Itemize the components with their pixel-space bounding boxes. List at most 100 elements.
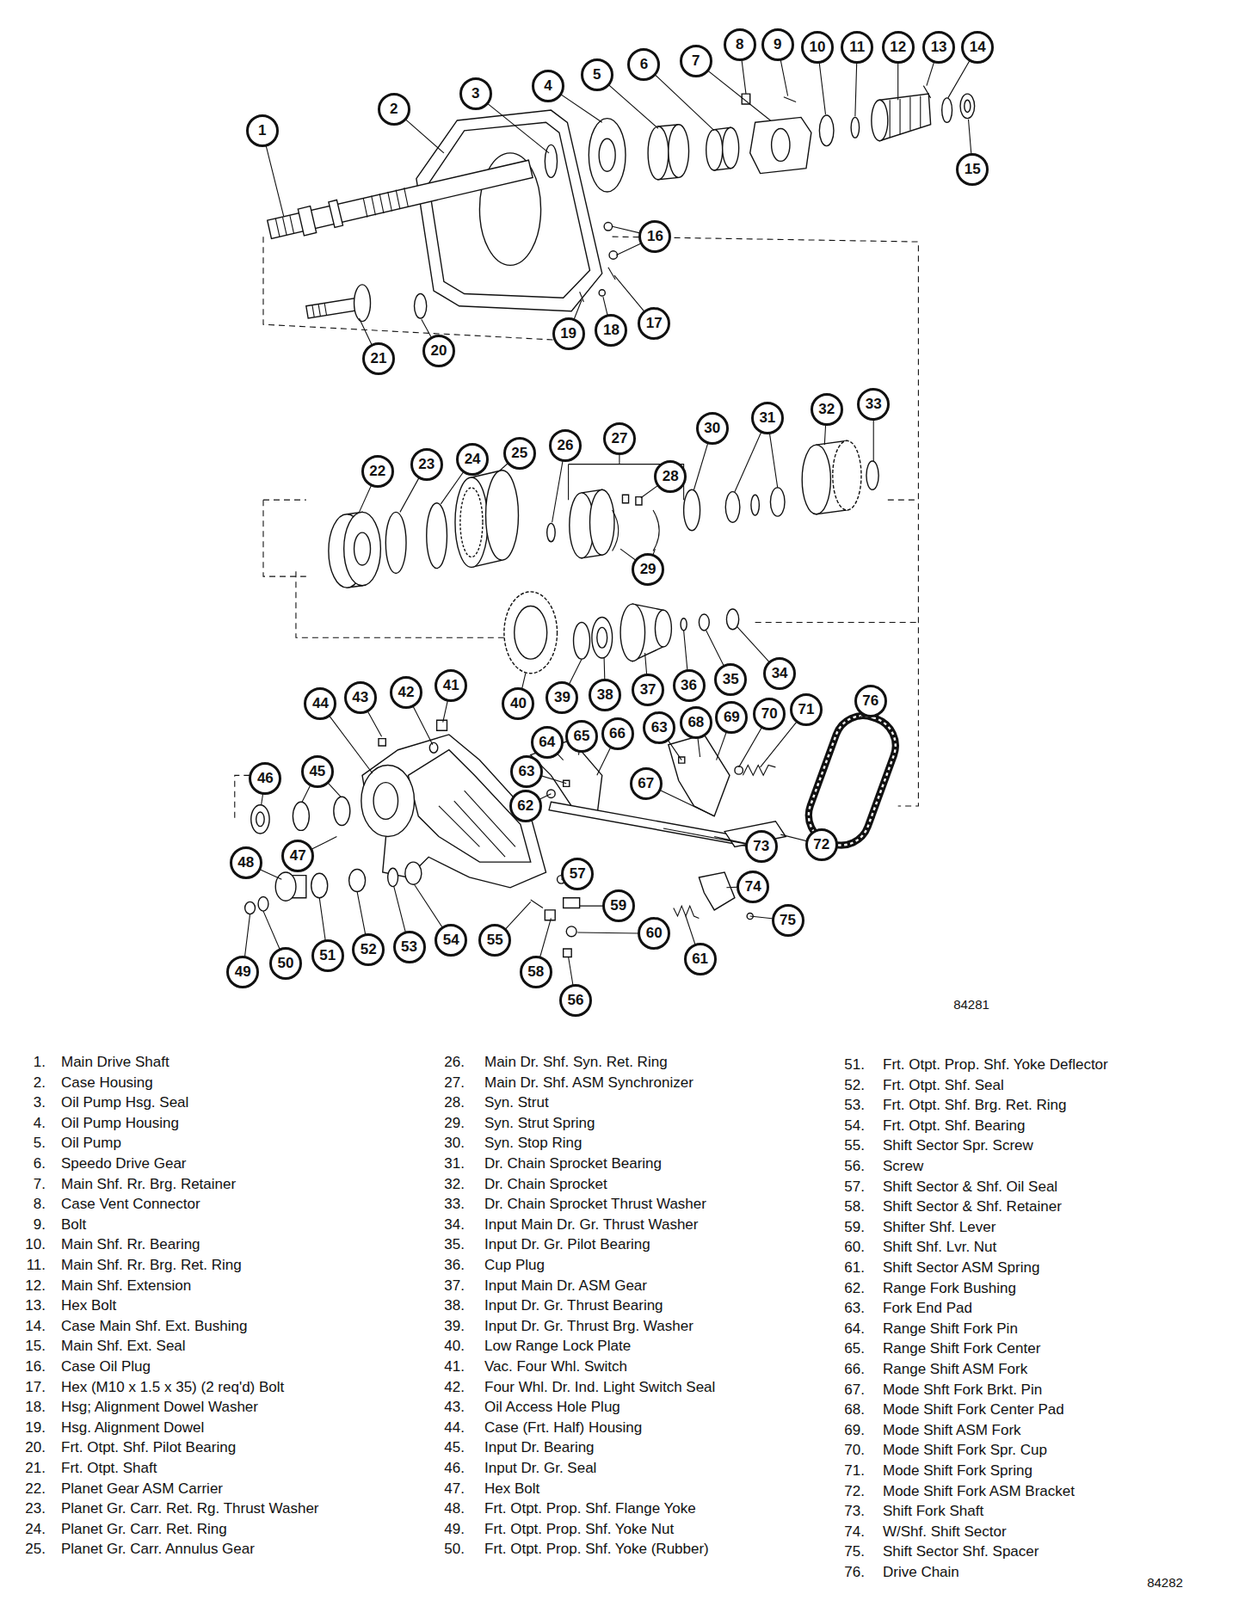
front-case-housing — [437, 720, 448, 731]
callout-circle: 48 — [229, 846, 263, 880]
front-case-housing — [438, 790, 516, 857]
callout-circle: 36 — [672, 669, 706, 703]
callout-number: 42 — [398, 684, 415, 701]
callout-circle: 11 — [840, 30, 874, 64]
part-name: Bolt — [61, 1216, 87, 1234]
part-number: 51. — [844, 1056, 865, 1073]
synchronizer-parts — [725, 492, 740, 524]
callout-number: 2 — [389, 101, 398, 118]
oil-pump-parts — [647, 126, 669, 180]
callout-circle: 38 — [588, 678, 622, 712]
part-name: Input Dr. Gr. Thrust Bearing — [484, 1297, 664, 1314]
callout-circle: 15 — [955, 153, 989, 186]
callout-circle: 63 — [642, 711, 676, 745]
callout-number: 43 — [351, 690, 369, 706]
part-name: Speedo Drive Gear — [61, 1155, 187, 1173]
callout-number: 6 — [640, 56, 648, 73]
input-gear-parts — [514, 605, 548, 660]
front-case-housing — [378, 739, 386, 746]
part-number: 60. — [844, 1239, 865, 1256]
part-number: 65. — [844, 1340, 865, 1357]
callout-number: 17 — [646, 315, 663, 332]
part-name: Range Shift Fork Pin — [882, 1320, 1018, 1338]
callout-number: 5 — [592, 67, 601, 83]
rear-retainer-parts — [750, 117, 812, 173]
part-name: Mode Shft Fork Brkt. Pin — [882, 1381, 1042, 1399]
callout-number: 14 — [969, 39, 987, 56]
part-name: Main Dr. Shf. Syn. Ret. Ring — [484, 1054, 668, 1071]
part-number: 61. — [844, 1259, 865, 1277]
callout-number: 76 — [862, 693, 879, 709]
part-number: 57. — [844, 1178, 865, 1196]
part-name: Frt. Otpt. Shf. Brg. Ret. Ring — [882, 1097, 1067, 1114]
part-number: 33. — [443, 1195, 465, 1213]
part-number: 30. — [443, 1134, 465, 1153]
case-small-parts — [604, 222, 612, 231]
part-name: Oil Pump Hsg. Seal — [61, 1094, 189, 1112]
part-number: 21. — [24, 1460, 46, 1478]
part-name: Syn. Strut — [484, 1094, 549, 1111]
oil-pump-parts — [588, 118, 626, 192]
part-name: Four Whl. Dr. Ind. Light Switch Seal — [484, 1379, 716, 1397]
part-name: Shift Fork Shaft — [882, 1503, 984, 1521]
callout-circle: 43 — [344, 681, 377, 715]
part-number: 10. — [24, 1236, 46, 1253]
part-number: 40. — [443, 1337, 465, 1356]
part-number: 15. — [24, 1337, 46, 1356]
callout-circle: 46 — [248, 762, 282, 796]
callout-circle: 2 — [377, 92, 411, 126]
part-number: 61. — [844, 1259, 865, 1276]
part-number: 8. — [33, 1195, 46, 1213]
part-number: 34. — [443, 1216, 465, 1234]
shift-lever-parts — [544, 910, 555, 921]
callout-number: 69 — [723, 709, 740, 726]
part-number: 9. — [33, 1216, 46, 1234]
part-number: 42. — [443, 1379, 465, 1396]
part-number: 18. — [24, 1399, 46, 1416]
part-number: 66. — [844, 1361, 865, 1379]
part-name: Drive Chain — [882, 1564, 960, 1582]
callout-circle: 74 — [736, 870, 770, 904]
part-name: Frt. Otpt. Shf. Pilot Bearing — [61, 1439, 236, 1456]
callout-circle: 8 — [723, 28, 757, 62]
callout-number: 33 — [865, 396, 882, 413]
part-number: 2. — [33, 1074, 46, 1092]
leader-line — [242, 44, 978, 1001]
part-name: Mode Shift Fork Center Pad — [882, 1401, 1065, 1418]
callout-circle: 54 — [434, 924, 468, 957]
callout-circle: 63 — [510, 755, 543, 789]
part-name: Hex Bolt — [484, 1480, 540, 1498]
part-name: Frt. Otpt. Shf. Seal — [882, 1077, 1005, 1095]
part-number: 17. — [24, 1379, 46, 1397]
part-name: Hex Bolt — [484, 1480, 540, 1498]
part-number: 59. — [844, 1219, 865, 1236]
callout-number: 7 — [691, 53, 700, 69]
part-name: Low Range Lock Plate — [484, 1337, 631, 1356]
part-number: 65. — [844, 1340, 865, 1358]
part-number: 58. — [844, 1198, 865, 1215]
part-name: Screw — [882, 1158, 924, 1176]
main-drive-shaft — [267, 160, 533, 239]
part-name: Shifter Shf. Lever — [882, 1219, 996, 1236]
part-number: 14. — [24, 1318, 46, 1335]
part-number: 21. — [24, 1460, 46, 1477]
part-number: 46. — [443, 1460, 465, 1477]
part-number: 67. — [844, 1381, 865, 1400]
part-name: Shift Sector Shf. Spacer — [882, 1543, 1039, 1560]
part-number: 68. — [844, 1401, 865, 1418]
callout-circle: 41 — [434, 669, 468, 703]
part-number: 35. — [443, 1236, 465, 1253]
callout-number: 74 — [745, 879, 762, 895]
part-number: 37. — [443, 1277, 465, 1295]
part-number: 7. — [33, 1176, 46, 1193]
output-seal-parts — [245, 901, 256, 914]
part-number: 3. — [33, 1094, 46, 1112]
part-name: Mode Shift ASM Fork — [882, 1422, 1022, 1439]
shift-fork-parts — [742, 765, 776, 777]
shift-fork-parts — [530, 734, 787, 920]
part-name: Speedo Drive Gear — [61, 1155, 187, 1172]
callout-circle: 47 — [281, 839, 315, 873]
part-name: Syn. Strut — [484, 1094, 549, 1112]
part-number: 6. — [33, 1155, 46, 1172]
case-housing — [416, 110, 603, 312]
